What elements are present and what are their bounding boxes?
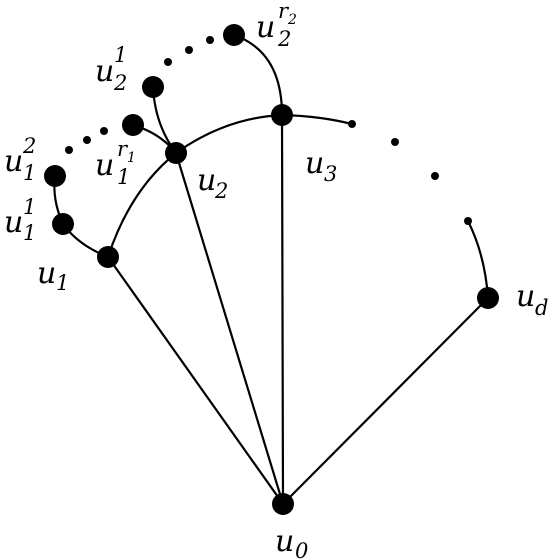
svg-text:1: 1 [114,43,127,67]
arc-u2-u3 [174,113,284,155]
svg-text:u: u [275,524,294,559]
ellipsis-dot [464,217,472,225]
vertex-u2-1 [142,76,164,98]
label-u1-2: u 2 1 [4,134,36,185]
svg-text:1: 1 [23,221,36,245]
vertex-ud [477,287,499,309]
vertex-u1 [97,246,119,268]
svg-text:2: 2 [214,179,228,203]
vertex-u1-r1 [122,114,144,136]
svg-text:d: d [535,296,548,320]
vertex-u1-1 [52,213,74,235]
svg-text:r: r [278,0,290,23]
ellipsis-dot [185,46,193,54]
svg-text:u: u [256,10,275,45]
label-u2-r2: u r 2 2 [256,0,297,51]
ellipsis-dot [83,136,91,144]
svg-text:0: 0 [295,539,308,559]
svg-text:3: 3 [324,162,337,186]
edge-u0-ud [281,296,490,506]
arc-u1-u2 [106,151,178,259]
ellipsis-dot [431,172,439,180]
label-ud: u d [516,279,548,320]
svg-text:u: u [4,144,23,179]
vertex-u2 [165,142,187,164]
vertex-u3 [271,104,293,126]
svg-text:1: 1 [56,271,69,295]
label-u2: u 2 [197,163,228,203]
svg-text:r: r [117,137,129,161]
ellipsis-dot [100,127,108,135]
svg-text:u: u [37,256,56,291]
svg-text:1: 1 [23,195,36,219]
edge-u0-u2 [174,151,285,506]
svg-text:u: u [305,146,324,181]
ellipsis-dot [348,120,356,128]
svg-text:1: 1 [117,165,130,189]
label-u2-1: u 1 2 [95,43,127,95]
label-u1-r1: u r 1 1 [95,137,136,189]
edge-u0-u3 [280,113,285,506]
vertex-u0 [272,493,294,515]
label-u0: u 0 [275,524,308,559]
svg-text:u: u [95,54,114,89]
svg-text:2: 2 [277,27,291,51]
svg-text:1: 1 [23,161,36,185]
svg-text:u: u [95,148,114,183]
svg-text:2: 2 [113,71,127,95]
edge-u0-u1 [106,255,285,506]
svg-text:u: u [516,279,535,314]
label-u3: u 3 [305,146,337,186]
ellipsis-dot [391,138,399,146]
vertex-u2-r2 [223,24,245,46]
ellipsis-dot [206,36,214,44]
vertex-u1-2 [44,165,66,187]
svg-text:2: 2 [22,134,36,158]
ellipsis-dot [65,146,73,154]
label-u1-1: u 1 1 [4,195,36,245]
ellipsis-dot [164,58,172,66]
svg-text:2: 2 [287,12,297,28]
svg-text:1: 1 [127,150,136,166]
arc-ud-continuation [466,219,490,300]
label-u1: u 1 [37,256,69,295]
edge-u3-u2-r2 [232,33,284,117]
svg-text:u: u [4,205,23,240]
svg-text:u: u [197,163,216,198]
